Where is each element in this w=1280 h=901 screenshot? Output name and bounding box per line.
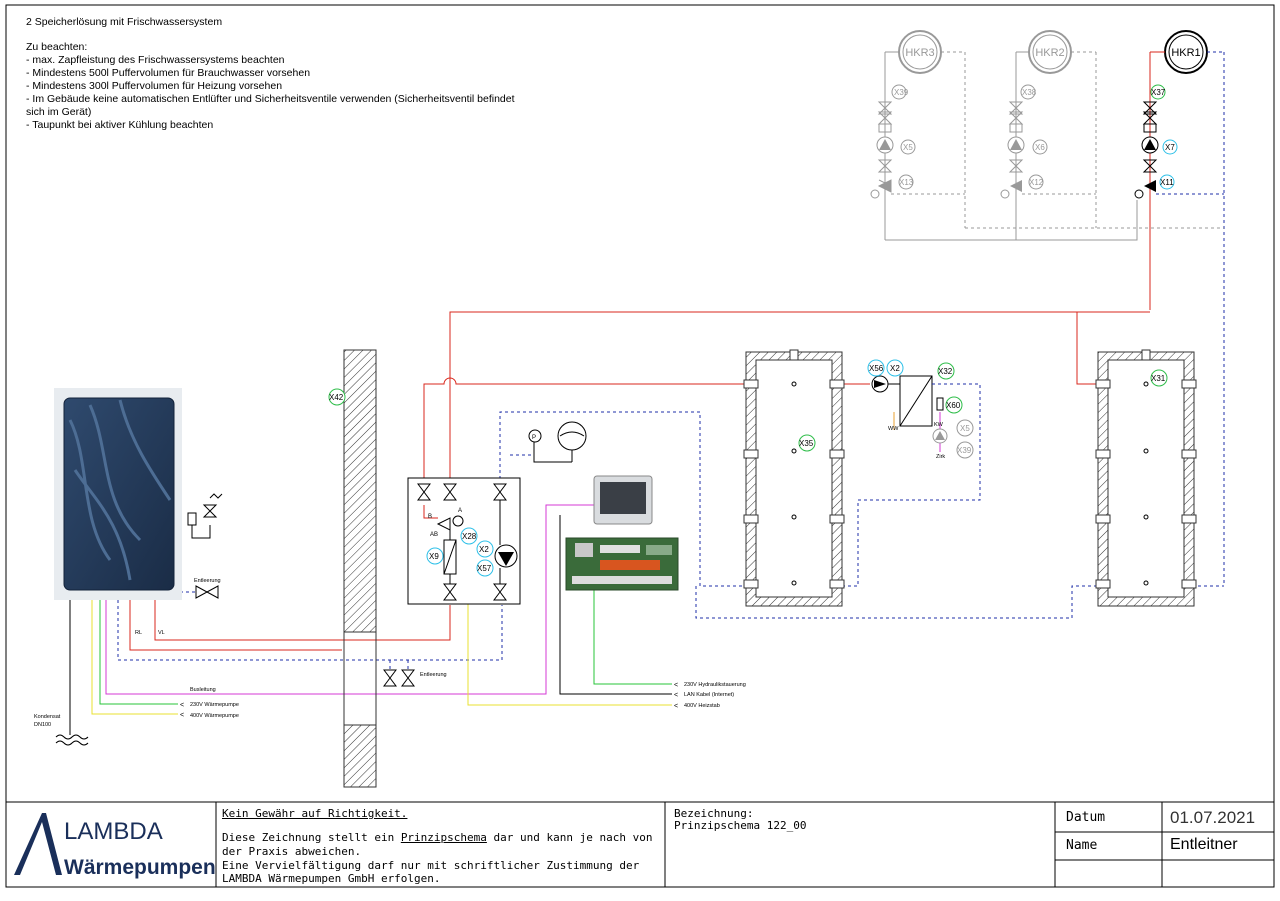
tag-x35: X35 [799, 439, 814, 448]
tag-x31: X31 [1151, 374, 1166, 383]
tag-x2: X2 [890, 364, 900, 373]
tag-x7: X7 [1165, 143, 1175, 152]
tag-x9: X9 [429, 552, 439, 561]
busleitung-label: Busleitung [190, 687, 216, 693]
tag-x5: X5 [903, 143, 913, 152]
disclaimer-line-2: der Praxis abweichen. [222, 845, 362, 858]
name-value: Entleitner [1170, 836, 1238, 853]
tag-x38: X38 [1022, 88, 1037, 97]
datum-label: Datum [1066, 810, 1106, 825]
230v-hp-label: 230V Wärmepumpe [190, 702, 239, 708]
condensate-drain [55, 734, 89, 746]
logo-lambda-text: LAMBDA [64, 818, 163, 845]
tag-x56: X56 [869, 364, 884, 373]
heating-circuit-hkr2: HKR2 X38 X6 X12 [1000, 30, 1097, 240]
port-a: A [458, 508, 462, 514]
kondensat-label: Kondensat [34, 714, 61, 720]
lan-label: LAN Kabel (Internet) [684, 692, 734, 698]
logo-sub-text: Wärmepumpen [64, 856, 216, 879]
title-block [5, 801, 1275, 888]
tag-x57: X57 [477, 564, 492, 573]
notes-heading: Zu beachten: [26, 41, 88, 53]
tag-x42: X42 [329, 393, 344, 402]
zirk-label: Zirk [936, 454, 945, 460]
disclaimer-text: Diese Zeichnung stellt ein [222, 831, 401, 844]
tag-x5b: X5 [960, 424, 970, 433]
heating-circuit-hkr3: HKR3 X39 X5 X13 [870, 30, 966, 240]
note-item: - max. Zapfleistung des Frischwassersyst… [26, 54, 285, 66]
tag-x13: X13 [899, 178, 914, 187]
bezeichnung-value: Prinzipschema 122_00 [674, 819, 807, 832]
building-wall [328, 349, 377, 788]
datum-value: 01.07.2021 [1170, 808, 1256, 827]
tag-x60: X60 [946, 401, 961, 410]
notes-block: 2 Speicherlösung mit Frischwassersystem … [26, 16, 626, 132]
control-board [565, 537, 679, 591]
tag-x39: X39 [894, 88, 909, 97]
fresh-water-station [867, 359, 974, 459]
entleerung-label-1: Entleerung [194, 578, 221, 584]
tag-x39b: X39 [957, 446, 972, 455]
400v-hp-label: 400V Wärmepumpe [190, 713, 239, 719]
400v-heizstab-label: 400V Heizstab [684, 703, 720, 709]
hkr3-label: HKR3 [905, 47, 934, 59]
disclaimer-heading: Kein Gewähr auf Richtigkeit. [222, 807, 408, 820]
hydraulic-module: B A AB X28 X9 X2 X57 [407, 477, 521, 605]
disclaimer-emphasis: Prinzipschema [400, 831, 487, 844]
tag-x12: X12 [1029, 178, 1044, 187]
vl-label: VL [158, 630, 165, 636]
heating-circuit-hkr1: HKR1 X37 X7 X11 [1134, 30, 1225, 585]
svg-text:<: < [674, 703, 678, 710]
svg-text:<: < [674, 692, 678, 699]
note-item: - Im Gebäude keine automatischen Entlüft… [26, 93, 515, 105]
note-item: - Taupunkt bei aktiver Kühlung beachten [26, 119, 214, 131]
230v-hydraulik-label: 230V Hydraulikstauerung [684, 682, 746, 688]
kw-label: KW [934, 422, 944, 428]
port-b: B [428, 514, 432, 520]
svg-text:<: < [180, 712, 184, 719]
pressure-label: P [532, 435, 536, 441]
name-label: Name [1066, 838, 1098, 853]
storage-tank-2 [1095, 349, 1197, 607]
storage-tank-1 [743, 349, 845, 607]
rl-label: RL [135, 630, 142, 636]
tag-x2b: X2 [479, 545, 489, 554]
notes-title: 2 Speicherlösung mit Frischwassersystem [26, 16, 223, 28]
disclaimer-line-1: Diese Zeichnung stellt ein Prinzipschema… [222, 832, 662, 844]
disclaimer-text: dar und kann je nach von [486, 831, 653, 844]
tag-x6: X6 [1035, 143, 1045, 152]
tag-x28: X28 [462, 532, 477, 541]
tag-x37: X37 [1151, 88, 1166, 97]
disclaimer-line-4: LAMBDA Wärmepumpen GmbH erfolgen. [222, 872, 441, 885]
dn100-label: DN100 [34, 722, 51, 728]
disclaimer-line-3: Eine Vervielfältigung darf nur mit schri… [222, 859, 640, 872]
port-ab: AB [430, 532, 438, 538]
lambda-logo-icon [14, 813, 62, 875]
bezeichnung-label: Bezeichnung: [674, 807, 754, 820]
note-item: - Mindestens 300l Puffervolumen für Heiz… [26, 80, 283, 92]
note-item: - Mindestens 500l Puffervolumen für Brau… [26, 67, 311, 79]
ww-label: WW [888, 426, 899, 432]
hkr2-label: HKR2 [1035, 47, 1064, 59]
heat-pump-unit [54, 388, 182, 600]
tag-x11: X11 [1160, 178, 1174, 187]
svg-text:<: < [674, 682, 678, 689]
entleerung-label-2: Entleerung [420, 672, 447, 678]
control-display [593, 475, 653, 525]
note-item: sich im Gerät) [26, 106, 92, 118]
hkr1-label: HKR1 [1171, 47, 1200, 59]
tag-x32: X32 [938, 367, 953, 376]
svg-text:<: < [180, 702, 184, 709]
